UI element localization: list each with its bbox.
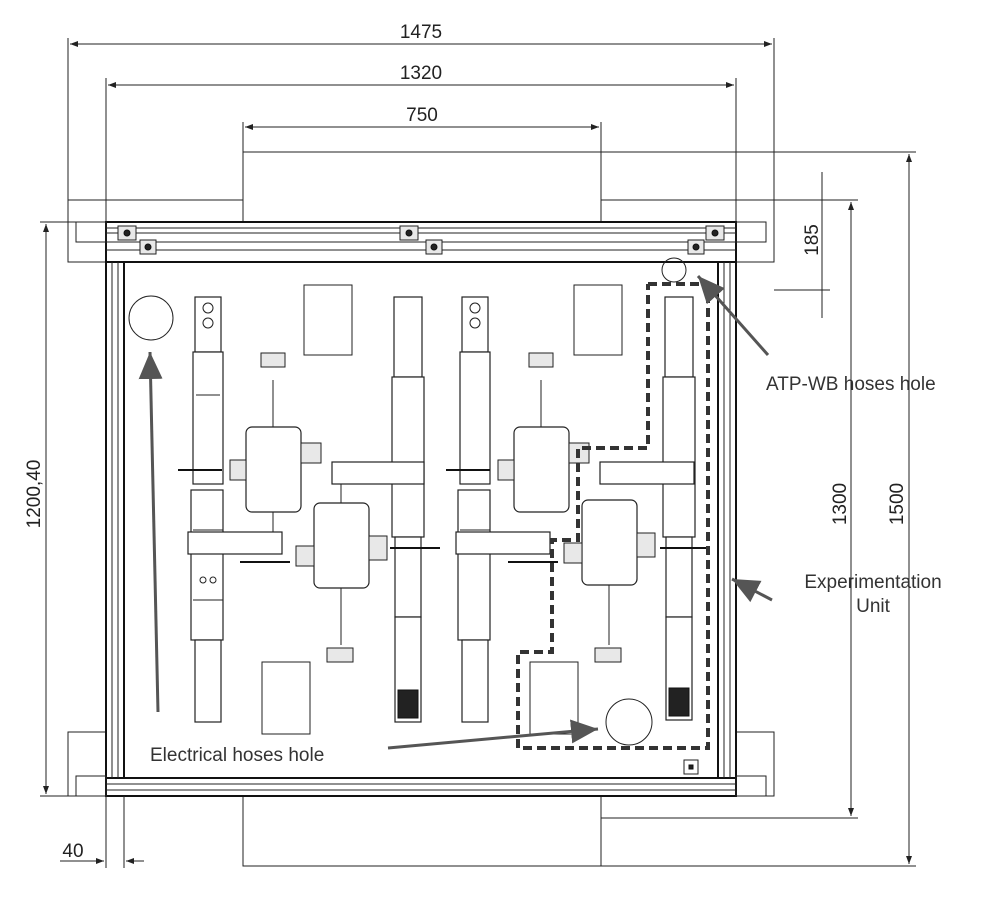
dimension-lines [40,38,916,868]
dim-side-offset: 185 [802,224,823,256]
label-atp-wb-hoses-hole: ATP-WB hoses hole [766,374,936,395]
corner-plate-tl [67,199,107,263]
callout-arrows [138,275,773,750]
dim-inner-height: 1300 [830,483,851,525]
arrow-hole-top-left [138,351,163,713]
interior-panels [128,257,687,746]
dim-overall-height: 1500 [887,483,908,525]
electrical-hose-hole [605,698,653,746]
dim-frame-height: 1200,40 [24,460,45,529]
dim-overall-width: 1475 [400,22,442,43]
frame-bolts [117,225,725,255]
hole-top-left [128,295,174,341]
arrow-experimentation [731,577,773,603]
atp-wb-hose-hole [661,257,687,283]
terminal-box [683,759,699,775]
label-electrical-hoses-hole: Electrical hoses hole [150,745,324,766]
corner-plate-tr [735,199,775,263]
robot-module-right [446,296,710,723]
main-frame [75,221,767,797]
dim-frame-width: 1320 [400,63,442,84]
experimentation-unit-outline [516,282,710,750]
arrow-electrical [387,719,599,750]
corner-plate-br [735,731,775,797]
robot-module-left [178,296,440,723]
label-unit: Unit [856,596,891,617]
corner-plate-bl [67,731,107,797]
dim-profile-width: 40 [62,841,83,862]
arrow-atp-wb [696,275,770,356]
dim-inner-width: 750 [406,105,438,126]
label-experimentation: Experimentation [804,572,941,593]
